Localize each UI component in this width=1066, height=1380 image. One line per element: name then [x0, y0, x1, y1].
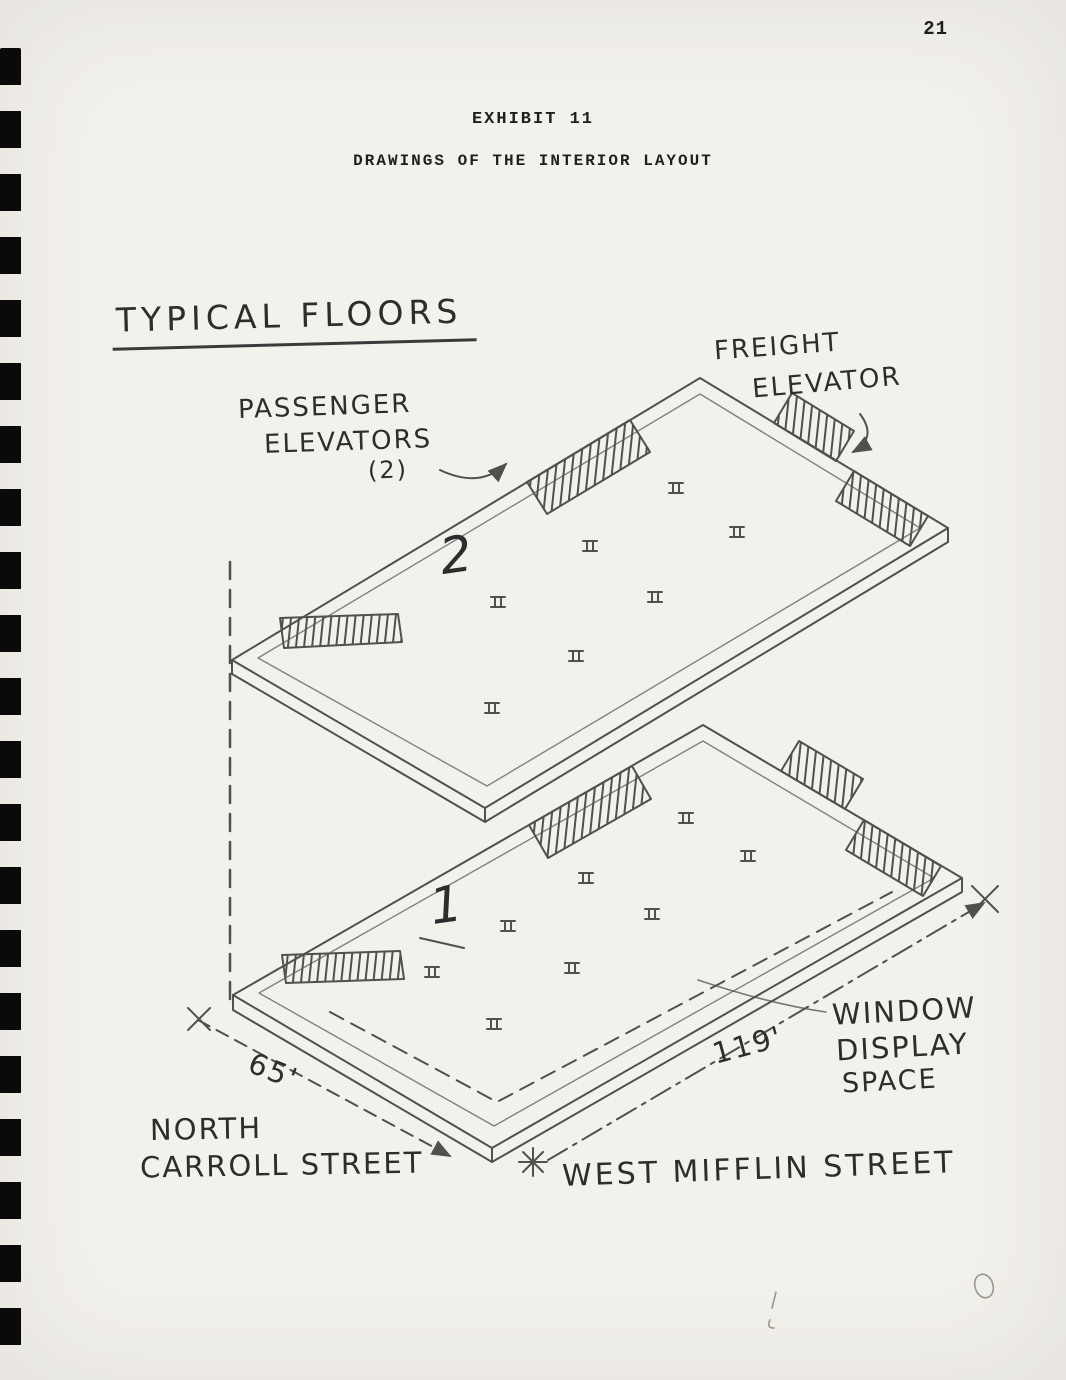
lower-floor-plate [232, 724, 963, 1163]
passenger-elevators-label-line3: (2) [367, 455, 409, 485]
passenger-elevator-hatch-lower [528, 765, 652, 859]
north-carroll-street-label-line2: CARROLL STREET [139, 1145, 424, 1185]
freight-elevator-arrow [851, 413, 873, 453]
freight-elevator-hatch-lower-b [845, 819, 942, 897]
passenger-elevator-hatch-upper [526, 419, 651, 515]
exhibit-title: EXHIBIT 11 [471, 110, 595, 129]
north-carroll-street-label-line1: NORTH [149, 1111, 263, 1147]
freight-elevator-hatch-lower-a [780, 740, 864, 810]
window-display-label-line3: SPACE [841, 1063, 939, 1100]
dimension-119-line [518, 885, 999, 1177]
dimension-65-line [187, 1007, 452, 1157]
stair-hatch-upper [279, 613, 403, 649]
passenger-elevators-label-line1: PASSENGER [237, 388, 412, 426]
upper-floor-plate [231, 377, 949, 823]
freight-elevator-hatch-upper-a [773, 392, 855, 462]
stair-hatch-lower [281, 950, 405, 984]
passenger-elevators-arrow [439, 462, 508, 483]
stray-pencil-marks [767, 1273, 995, 1329]
column-markers-lower [424, 812, 756, 1030]
page-number: 21 [923, 18, 948, 40]
column-markers-upper [484, 482, 745, 714]
window-display-boundary [329, 891, 893, 1103]
binding-holes [0, 48, 21, 1358]
floor1-underline [419, 937, 465, 949]
window-display-label-line2: DISPLAY [835, 1026, 970, 1068]
freight-elevator-hatch-upper-b [835, 470, 929, 547]
window-display-leader [697, 979, 827, 1013]
exhibit-subtitle: DRAWINGS OF THE INTERIOR LAYOUT [353, 152, 713, 170]
typical-floors-heading: TYPICAL FLOORS [111, 291, 478, 351]
